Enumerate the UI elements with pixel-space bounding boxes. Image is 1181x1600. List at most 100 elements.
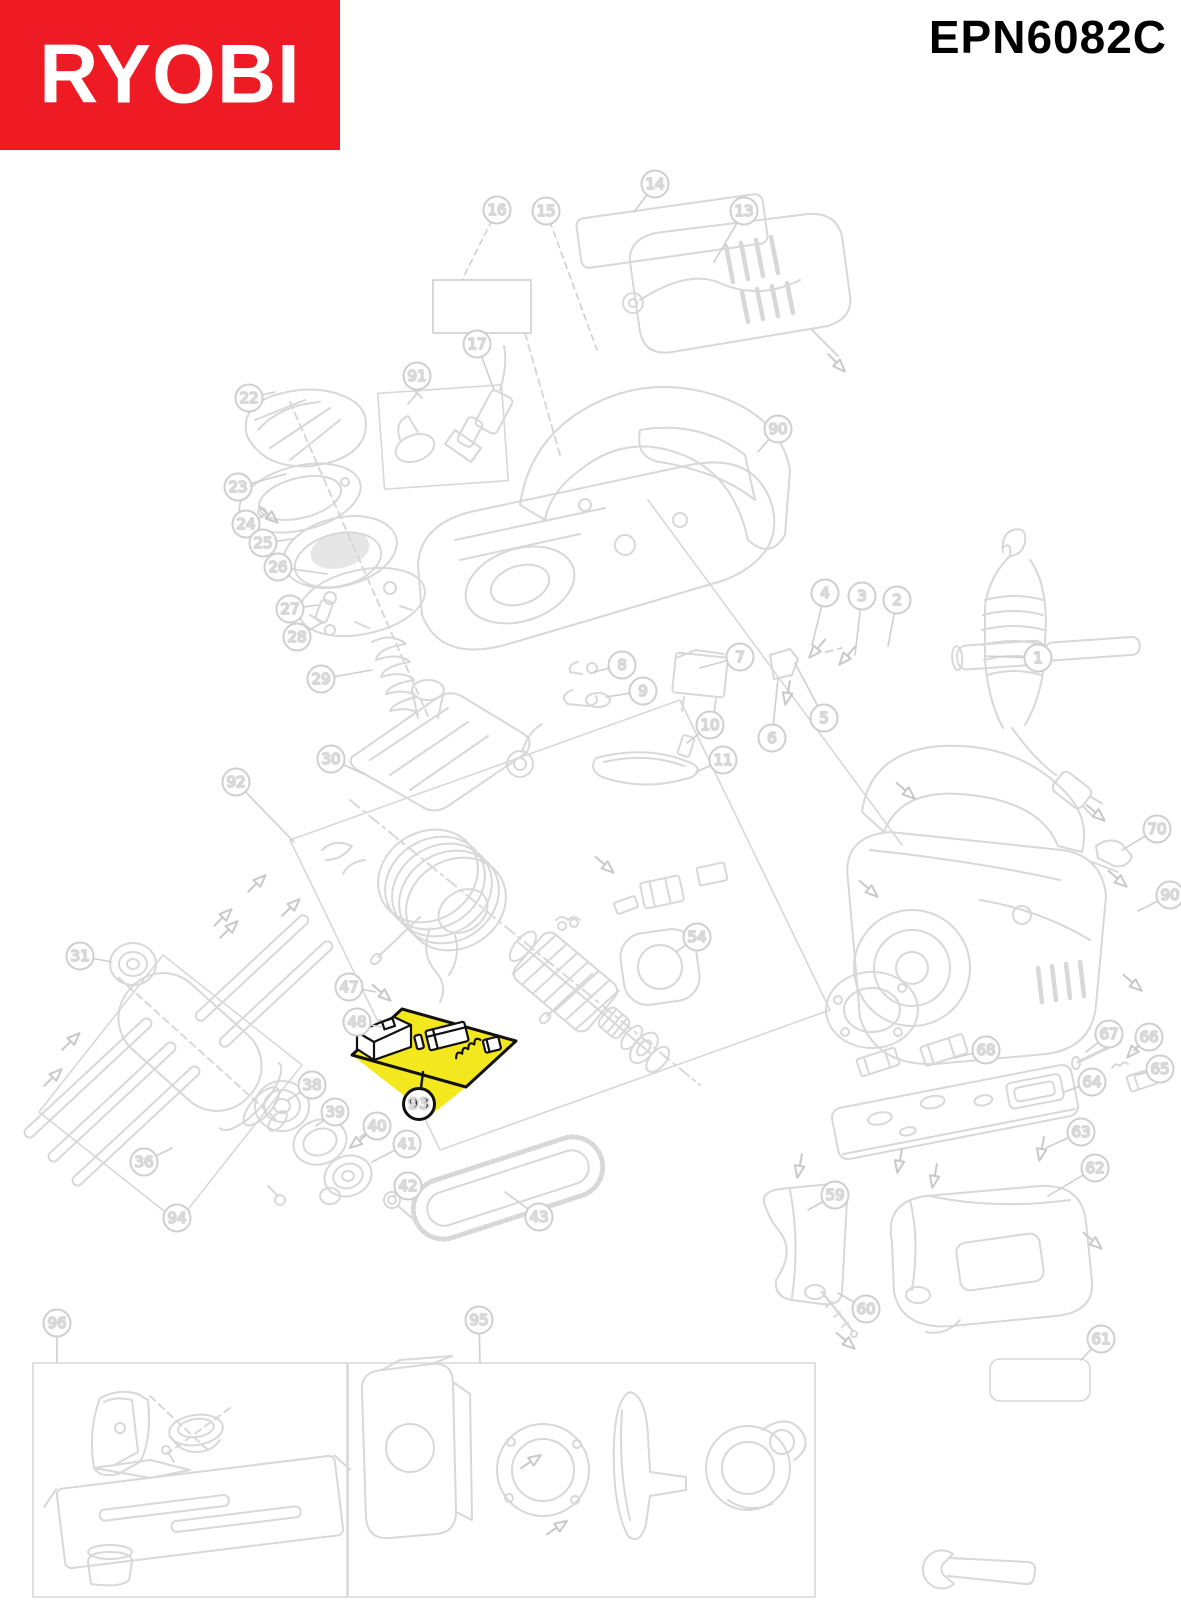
callout-7[interactable]: 7: [699, 642, 755, 672]
callout-23[interactable]: 23: [223, 472, 287, 502]
callout-68[interactable]: 68: [953, 1035, 1001, 1065]
callout-61[interactable]: 61: [1080, 1324, 1116, 1361]
part-motor-group-box: [289, 699, 831, 1151]
svg-text:7: 7: [735, 648, 745, 666]
svg-text:29: 29: [311, 670, 330, 688]
callout-62[interactable]: 62: [1047, 1153, 1110, 1197]
callout-14[interactable]: 14: [633, 169, 670, 213]
part-name-plate: [575, 193, 769, 269]
part-front-shoe: [349, 679, 531, 812]
callout-42[interactable]: 42: [393, 1171, 423, 1201]
callout-layer: 1234567891011131415161722232425262728293…: [42, 169, 1181, 1363]
part-dust-kit-box: [347, 1355, 816, 1598]
callout-95[interactable]: 95: [464, 1305, 494, 1363]
callout-30[interactable]: 30: [316, 744, 365, 775]
svg-text:66: 66: [1139, 1028, 1158, 1046]
callout-66[interactable]: 66: [1133, 1022, 1164, 1052]
callout-94[interactable]: 94: [162, 1203, 192, 1233]
svg-text:24: 24: [236, 515, 255, 533]
callout-59[interactable]: 59: [807, 1180, 850, 1211]
svg-text:13: 13: [734, 202, 753, 220]
callout-27[interactable]: 27: [275, 594, 319, 624]
callout-39[interactable]: 39: [315, 1097, 350, 1127]
svg-text:38: 38: [302, 1076, 321, 1094]
svg-text:94: 94: [167, 1209, 186, 1227]
callout-90[interactable]: 90: [757, 414, 793, 453]
svg-text:92: 92: [226, 773, 245, 791]
part-bearing-set: [254, 980, 413, 1219]
callout-91[interactable]: 91: [402, 361, 432, 392]
callout-10[interactable]: 10: [686, 710, 725, 744]
callout-28[interactable]: 28: [282, 621, 324, 652]
svg-text:95: 95: [469, 1311, 488, 1329]
svg-text:27: 27: [280, 600, 299, 618]
part-small-hardware: [562, 635, 1141, 786]
callout-96[interactable]: 96: [42, 1308, 72, 1363]
callout-9[interactable]: 9: [605, 676, 658, 706]
svg-text:11: 11: [713, 751, 732, 769]
svg-text:8: 8: [617, 656, 627, 674]
callout-26[interactable]: 26: [263, 552, 328, 582]
callout-36[interactable]: 36: [129, 1147, 173, 1177]
callout-3[interactable]: 3: [847, 581, 877, 656]
callout-93[interactable]: 93: [402, 1070, 436, 1121]
callout-67[interactable]: 67: [1085, 1019, 1124, 1053]
callout-16[interactable]: 16: [461, 195, 512, 281]
svg-text:22: 22: [239, 389, 258, 407]
callout-90[interactable]: 90: [1137, 880, 1181, 912]
callout-40[interactable]: 40: [359, 1111, 392, 1141]
callout-11[interactable]: 11: [695, 745, 738, 775]
callout-1[interactable]: 1: [984, 643, 1053, 673]
svg-text:42: 42: [398, 1177, 417, 1195]
part-drive-belt: [410, 1134, 606, 1242]
callout-24[interactable]: 24: [231, 509, 265, 539]
part-label-plate: [432, 279, 561, 456]
callout-13[interactable]: 13: [713, 196, 759, 263]
callout-15[interactable]: 15: [531, 196, 598, 351]
svg-text:47: 47: [339, 978, 358, 996]
part-lower-housing: [889, 1184, 1106, 1334]
callout-63[interactable]: 63: [1045, 1117, 1096, 1149]
ryobi-logo: RYOBI: [0, 0, 340, 150]
svg-text:59: 59: [825, 1186, 844, 1204]
callout-47[interactable]: 47: [334, 972, 377, 1002]
svg-text:4: 4: [820, 584, 830, 602]
svg-text:10: 10: [700, 716, 719, 734]
svg-text:40: 40: [367, 1117, 386, 1135]
part-carbon-brushes: [855, 1033, 969, 1078]
callout-17[interactable]: 17: [462, 329, 495, 391]
callout-4[interactable]: 4: [810, 578, 840, 646]
callout-41[interactable]: 41: [371, 1129, 422, 1163]
svg-text:16: 16: [487, 201, 506, 219]
brand-text: RYOBI: [39, 28, 301, 121]
svg-text:23: 23: [228, 478, 247, 496]
callout-8[interactable]: 8: [593, 650, 637, 680]
callout-60[interactable]: 60: [837, 1292, 881, 1324]
part-drum-and-blades: [23, 870, 334, 1223]
part-planer-assembled-view: [825, 744, 1146, 1066]
callout-65[interactable]: 65: [1135, 1054, 1175, 1084]
callout-43[interactable]: 43: [504, 1191, 554, 1232]
callout-92[interactable]: 92: [221, 767, 295, 843]
svg-text:17: 17: [467, 335, 486, 353]
callout-2[interactable]: 2: [882, 585, 912, 647]
callout-29[interactable]: 29: [306, 664, 373, 694]
part-switch-detail-box: [377, 383, 509, 491]
callout-38[interactable]: 38: [287, 1070, 327, 1101]
callout-64[interactable]: 64: [1063, 1067, 1107, 1097]
callout-22[interactable]: 22: [234, 383, 276, 413]
svg-text:67: 67: [1099, 1025, 1118, 1043]
callout-5[interactable]: 5: [794, 662, 839, 733]
callout-31[interactable]: 31: [65, 941, 113, 971]
callout-6[interactable]: 6: [757, 677, 787, 753]
callout-54[interactable]: 54: [675, 922, 712, 953]
callout-70[interactable]: 70: [1121, 814, 1172, 851]
svg-text:61: 61: [1091, 1330, 1110, 1348]
callout-25[interactable]: 25: [248, 528, 294, 558]
selected-part-highlight[interactable]: [350, 1007, 518, 1116]
part-base-plate: [791, 1063, 1079, 1190]
svg-text:68: 68: [976, 1041, 995, 1059]
callout-48[interactable]: 48: [342, 1007, 382, 1037]
svg-text:90: 90: [768, 420, 787, 438]
